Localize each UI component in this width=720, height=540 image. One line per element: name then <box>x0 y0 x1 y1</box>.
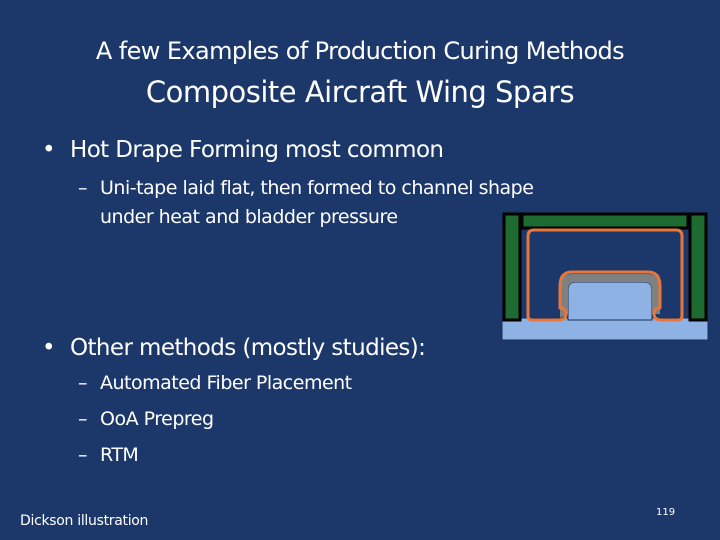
hot-drape-forming-diagram <box>498 210 712 344</box>
bullet-text: Other methods (mostly studies): <box>70 335 426 361</box>
page-number: 119 <box>656 507 676 518</box>
bullet-marker: • <box>42 335 56 361</box>
sub-bullet-text: RTM <box>100 444 139 466</box>
sub-bullet-text: OoA Prepreg <box>100 408 214 430</box>
dash-marker: – <box>78 372 88 394</box>
slide-title: A few Examples of Production Curing Meth… <box>95 37 625 65</box>
bullet-text: Hot Drape Forming most common <box>70 137 444 163</box>
sub-bullet-uni-tape: –Uni-tape laid flat, then formed to chan… <box>78 175 534 201</box>
slide-subtitle: Composite Aircraft Wing Spars <box>145 75 575 109</box>
bullet-hot-drape-forming: • Hot Drape Forming most common <box>42 135 444 165</box>
sub-bullet-text: Automated Fiber Placement <box>100 372 352 394</box>
sub-bullet-rtm: –RTM <box>78 442 139 468</box>
sub-bullet-text: Uni-tape laid flat, then formed to chann… <box>100 177 534 199</box>
dash-marker: – <box>78 408 88 430</box>
sub-bullet-ooa-prepreg: –OoA Prepreg <box>78 406 214 432</box>
sub-bullet-afp: –Automated Fiber Placement <box>78 370 352 396</box>
bullet-other-methods: • Other methods (mostly studies): <box>42 333 426 363</box>
bullet-marker: • <box>42 137 56 163</box>
illustration-credit: Dickson illustration <box>20 513 149 529</box>
sub-bullet-continuation: under heat and bladder pressure <box>100 206 398 228</box>
dash-marker: – <box>78 444 88 466</box>
dash-marker: – <box>78 177 88 199</box>
